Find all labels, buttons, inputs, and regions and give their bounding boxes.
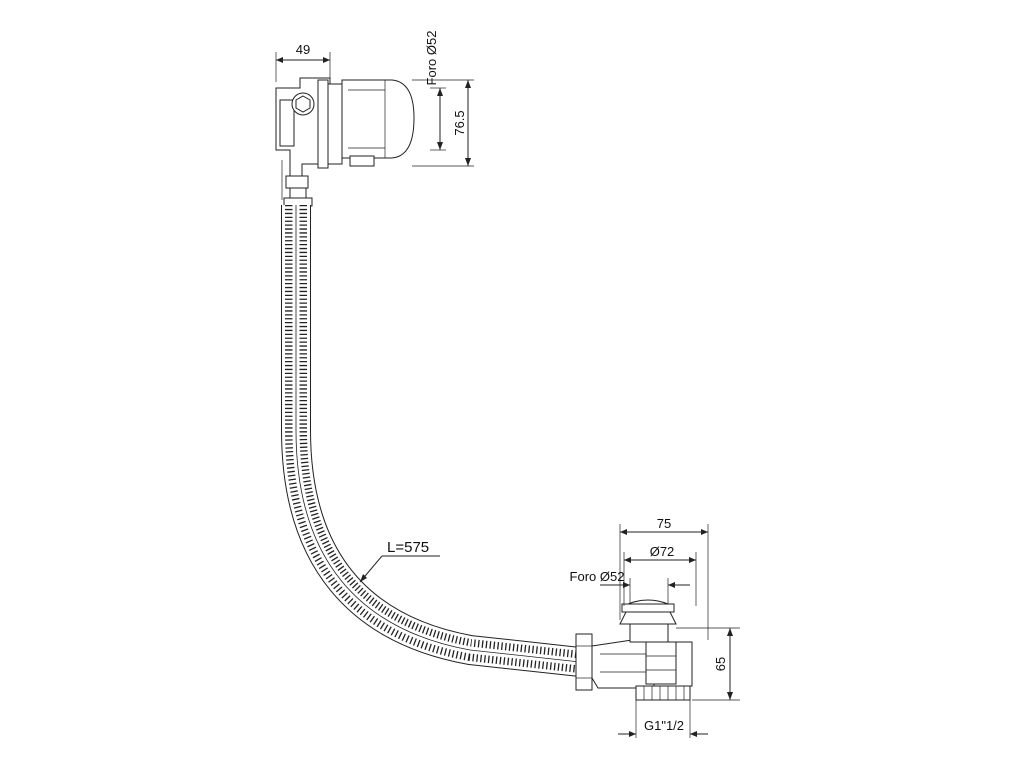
dim-overflow-width: 49 — [296, 42, 310, 57]
dimension-lines — [275, 52, 740, 738]
dim-overflow-height: 76.5 — [452, 110, 467, 135]
drain-assembly — [575, 599, 693, 701]
dim-drain-thread: G1"1/2 — [644, 718, 684, 733]
dim-drain-outer: 75 — [657, 516, 671, 531]
dim-drain-cap: Ø72 — [650, 544, 675, 559]
overflow-assembly — [275, 77, 415, 207]
dim-drain-height: 65 — [713, 657, 728, 671]
dim-overflow-hole: Foro Ø52 — [424, 31, 439, 86]
flexible-hose — [281, 205, 582, 677]
dim-drain-hole: Foro Ø52 — [570, 569, 625, 584]
dim-hose-length: L=575 — [387, 539, 429, 556]
